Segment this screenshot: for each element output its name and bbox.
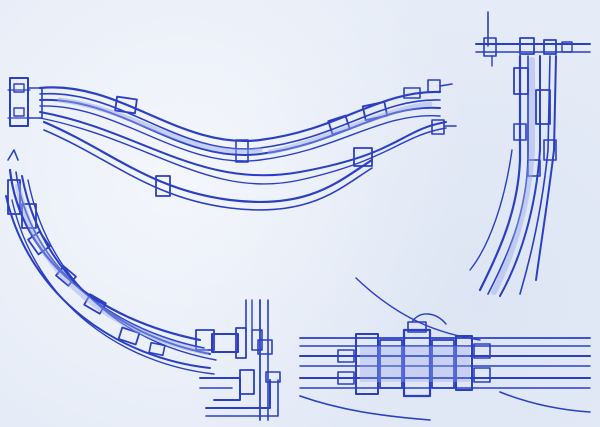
sketch-top-hose-bundle bbox=[7, 77, 457, 211]
left-bracket-plate bbox=[9, 77, 29, 127]
valve-body bbox=[211, 333, 239, 353]
sketch-right-vertical-bundle bbox=[469, 11, 591, 297]
sketch-left-curved-bundle bbox=[5, 149, 281, 421]
manifold-block bbox=[402, 328, 432, 398]
sketch-bottom-connector-block bbox=[299, 277, 591, 421]
hose-line bbox=[38, 86, 442, 143]
